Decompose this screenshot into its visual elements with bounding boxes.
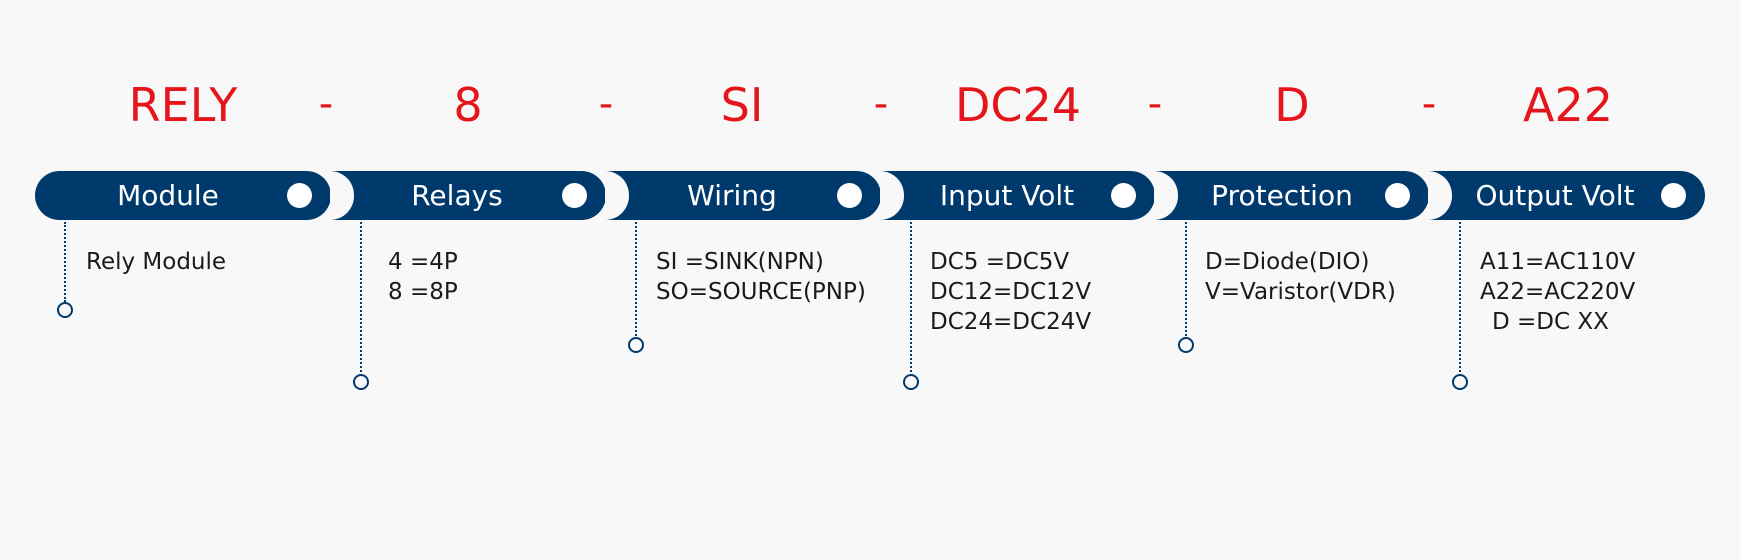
connector-line bbox=[910, 222, 912, 372]
bullet-dot-icon bbox=[1661, 183, 1686, 208]
connector-ring-icon bbox=[1178, 337, 1194, 353]
pill-notch bbox=[1428, 171, 1452, 220]
connector-ring-icon bbox=[903, 374, 919, 390]
segment-output-volt-desc: A11=AC110V A22=AC220V D =DC XX bbox=[1480, 247, 1635, 337]
connector-line bbox=[1459, 222, 1461, 372]
connector-ring-icon bbox=[1452, 374, 1468, 390]
connector-line bbox=[635, 222, 637, 336]
code-part-input-volt: DC24 bbox=[954, 78, 1082, 132]
segment-label: Protection bbox=[1211, 179, 1353, 212]
desc-line: DC24=DC24V bbox=[930, 309, 1092, 335]
bullet-dot-icon bbox=[1111, 183, 1136, 208]
desc-line: SO=SOURCE(PNP) bbox=[656, 279, 866, 305]
segment-module-desc: Rely Module bbox=[86, 247, 226, 277]
bullet-dot-icon bbox=[562, 183, 587, 208]
bullet-dot-icon bbox=[837, 183, 862, 208]
segment-wiring-bar: Wiring bbox=[605, 171, 881, 220]
segment-label: Input Volt bbox=[939, 179, 1075, 212]
code-separator: - bbox=[873, 81, 889, 127]
segment-wiring-desc: SI =SINK(NPN) SO=SOURCE(PNP) bbox=[656, 247, 866, 307]
connector-ring-icon bbox=[353, 374, 369, 390]
segment-label: Module bbox=[117, 179, 219, 212]
connector-ring-icon bbox=[628, 337, 644, 353]
code-part-relays: 8 bbox=[453, 78, 483, 132]
segment-module-bar: Module bbox=[35, 171, 331, 220]
segment-input-volt-desc: DC5 =DC5V DC12=DC12V DC24=DC24V bbox=[930, 247, 1091, 337]
connector-ring-icon bbox=[57, 302, 73, 318]
segment-label: Relays bbox=[411, 179, 503, 212]
segment-input-volt-bar: Input Volt bbox=[880, 171, 1155, 220]
segment-output-volt-bar: Output Volt bbox=[1428, 171, 1705, 220]
desc-line: SI =SINK(NPN) bbox=[656, 249, 824, 275]
code-part-rely: RELY bbox=[128, 78, 238, 132]
code-part-protection: D bbox=[1274, 78, 1310, 132]
segment-protection-bar: Protection bbox=[1154, 171, 1429, 220]
pill-notch bbox=[605, 171, 629, 220]
desc-line: 8 =8P bbox=[388, 279, 458, 305]
desc-line: D=Diode(DIO) bbox=[1205, 249, 1370, 275]
segment-label: Output Volt bbox=[1475, 179, 1635, 212]
code-part-wiring: SI bbox=[720, 78, 764, 132]
bullet-dot-icon bbox=[287, 183, 312, 208]
pill-notch bbox=[880, 171, 904, 220]
bullet-dot-icon bbox=[1385, 183, 1410, 208]
segment-protection-desc: D=Diode(DIO) V=Varistor(VDR) bbox=[1205, 247, 1396, 307]
desc-line: D =DC XX bbox=[1492, 309, 1609, 335]
desc-line: A11=AC110V bbox=[1480, 249, 1636, 275]
code-separator: - bbox=[1147, 81, 1163, 127]
segment-label: Wiring bbox=[687, 179, 777, 212]
connector-line bbox=[1185, 222, 1187, 336]
desc-line: Rely Module bbox=[86, 249, 227, 275]
pill-notch bbox=[330, 171, 354, 220]
desc-line: 4 =4P bbox=[388, 249, 458, 275]
pill-notch bbox=[1154, 171, 1178, 220]
connector-line bbox=[360, 222, 362, 372]
desc-line: A22=AC220V bbox=[1480, 279, 1636, 305]
code-separator: - bbox=[1421, 81, 1437, 127]
code-separator: - bbox=[318, 81, 334, 127]
code-separator: - bbox=[598, 81, 614, 127]
desc-line: V=Varistor(VDR) bbox=[1205, 279, 1396, 305]
segment-relays-bar: Relays bbox=[330, 171, 606, 220]
desc-line: DC12=DC12V bbox=[930, 279, 1092, 305]
desc-line: DC5 =DC5V bbox=[930, 249, 1070, 275]
segment-relays-desc: 4 =4P 8 =8P bbox=[388, 247, 458, 307]
code-part-output-volt: A22 bbox=[1522, 78, 1614, 132]
connector-line bbox=[64, 222, 66, 302]
